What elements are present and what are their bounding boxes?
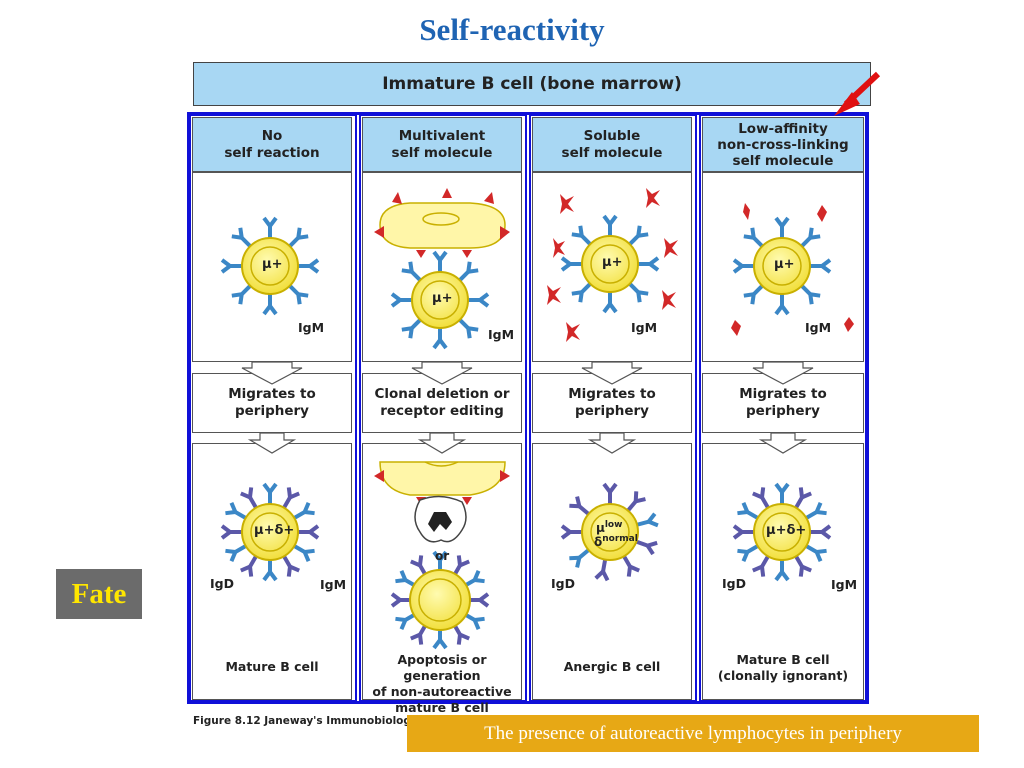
igm-label: IgM	[320, 577, 347, 592]
cell-marker-label: μ+δ+	[254, 523, 295, 538]
column-multivalent	[359, 114, 527, 702]
delta-normal-label: δnormal	[594, 534, 638, 549]
immature-b-cell-header: Immature B cell (bone marrow)	[193, 62, 871, 106]
igd-label: IgD	[551, 576, 575, 591]
or-label: or	[435, 549, 450, 563]
b-cell-icon	[732, 216, 832, 316]
igm-label: IgM	[831, 577, 858, 592]
apoptotic-cell-icon	[414, 495, 467, 543]
fate-side-label: Fate	[56, 569, 142, 619]
b-cell-icon	[390, 550, 490, 650]
column-no-self-reaction	[189, 114, 357, 702]
figure-caption: Figure 8.12 Janeway's Immunobiology,	[193, 715, 421, 727]
igm-label: IgM	[298, 320, 325, 335]
igm-label: IgM	[488, 327, 515, 342]
column-soluble	[529, 114, 697, 702]
fate-label: Anergic B cell	[563, 659, 661, 674]
fate-label: Mature B cell(clonally ignorant)	[717, 652, 849, 683]
igm-label: IgM	[805, 320, 832, 335]
igd-label: IgD	[210, 576, 234, 591]
mu-low-label: μlow	[596, 520, 623, 535]
low-affinity-antigen-icon	[731, 203, 854, 336]
anergic-b-cell-icon	[560, 482, 660, 583]
multivalent-self-molecule-icon	[374, 188, 510, 258]
b-cell-icon	[390, 250, 490, 350]
igm-label: IgM	[631, 320, 658, 335]
page-title: Self-reactivity	[419, 12, 605, 47]
red-pointer-arrow-icon	[834, 71, 881, 116]
igd-label: IgD	[722, 576, 746, 591]
cell-marker-label: μ+δ+	[766, 523, 807, 538]
cell-marker-label: μ+	[774, 257, 795, 272]
fate-box	[532, 443, 692, 700]
fate-label: Mature B cell	[225, 659, 319, 674]
membrane-fragment-icon	[374, 461, 510, 505]
cell-marker-label: μ+	[262, 257, 283, 272]
column-low-affinity	[699, 114, 867, 702]
cell-marker-label: μ+	[602, 255, 623, 270]
soluble-antigen-icon	[547, 188, 678, 342]
cell-marker-label: μ+	[432, 291, 453, 306]
mature-b-cell-icon	[220, 482, 320, 582]
mature-b-cell-icon	[732, 482, 832, 582]
b-cell-icon	[220, 216, 320, 316]
note-banner: The presence of autoreactive lymphocytes…	[407, 715, 979, 752]
b-cell-icon	[560, 214, 660, 314]
